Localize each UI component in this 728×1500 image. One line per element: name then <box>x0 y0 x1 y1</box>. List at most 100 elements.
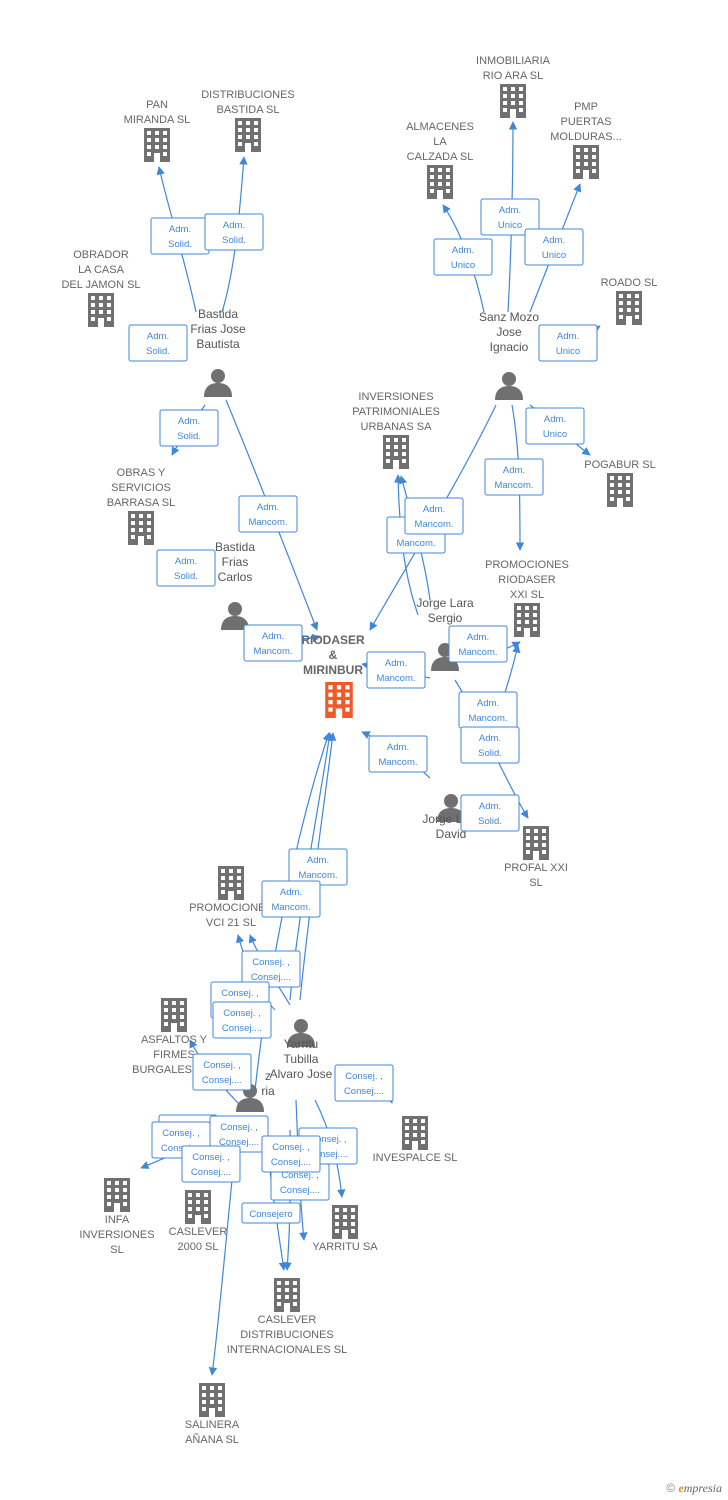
svg-text:Adm.: Adm. <box>262 631 284 642</box>
company-node-invespalce[interactable]: INVESPALCE SL <box>373 1116 458 1164</box>
relation-label[interactable]: Adm.Mancom. <box>288 848 348 886</box>
relation-label[interactable]: Adm.Mancom. <box>238 495 298 533</box>
building-icon <box>218 866 244 900</box>
svg-text:Mancom.: Mancom. <box>396 538 435 549</box>
relation-label[interactable]: Consej. , Consej.... <box>181 1145 241 1183</box>
svg-text:Consej....: Consej.... <box>251 972 291 983</box>
node-label: VCI 21 SL <box>206 917 256 929</box>
svg-text:Adm.: Adm. <box>147 331 169 342</box>
node-label: DEL JAMON SL <box>61 279 140 291</box>
svg-text:Mancom.: Mancom. <box>468 713 507 724</box>
svg-text:Consej. ,: Consej. , <box>192 1152 230 1163</box>
node-label: PUERTAS <box>561 116 612 128</box>
relation-label[interactable]: Adm. Solid. <box>128 324 188 362</box>
relation-label[interactable]: Adm.Mancom. <box>404 497 464 535</box>
company-node-pmp[interactable]: PMPPUERTASMOLDURAS... <box>550 101 622 179</box>
relation-label[interactable]: Consej. ,Consej.... <box>212 1001 272 1039</box>
relation-label[interactable]: Consejero <box>241 1202 301 1224</box>
relation-label[interactable]: Adm.Mancom. <box>484 458 544 496</box>
relation-label[interactable]: Adm.Solid. <box>460 726 520 764</box>
relation-label[interactable]: Adm.Mancom. <box>368 735 428 773</box>
relation-label[interactable]: Consej. ,Consej.... <box>334 1064 394 1102</box>
relation-edge <box>208 1149 236 1376</box>
relation-label[interactable]: Adm.Mancom. <box>243 624 303 662</box>
node-label: AÑANA SL <box>185 1433 239 1446</box>
svg-text:Adm.: Adm. <box>543 235 565 246</box>
relation-label[interactable]: Adm.Solid. <box>150 217 210 255</box>
svg-text:Adm.: Adm. <box>452 245 474 256</box>
node-label: LA CASA <box>78 264 125 276</box>
relation-label[interactable]: Adm.Solid. <box>460 794 520 832</box>
svg-text:Solid.: Solid. <box>146 346 170 357</box>
relation-label[interactable]: Adm.Solid. <box>159 409 219 447</box>
relation-label[interactable]: Consej. ,Consej.... <box>241 950 301 988</box>
relation-label[interactable]: Adm. Unico <box>524 228 584 266</box>
company-node-yarritu[interactable]: YARRITU SA <box>312 1205 378 1253</box>
relation-edge <box>393 474 419 616</box>
svg-text:Adm.: Adm. <box>178 416 200 427</box>
node-label: ASFALTOS Y <box>141 1034 208 1046</box>
svg-text:Consej. ,: Consej. , <box>203 1060 241 1071</box>
node-label: SL <box>110 1244 123 1256</box>
node-label: YARRITU SA <box>312 1241 378 1253</box>
svg-text:Adm.: Adm. <box>423 504 445 515</box>
relation-label[interactable]: Adm.Unico <box>525 407 585 445</box>
node-label: LA <box>433 136 447 148</box>
relation-label[interactable]: Adm.Unico <box>538 324 598 362</box>
relation-label[interactable]: Adm.Mancom. <box>458 691 518 729</box>
node-label: z <box>265 1069 271 1083</box>
relation-label[interactable]: Consej. ,Consej.... <box>261 1135 321 1173</box>
svg-text:Consej....: Consej.... <box>271 1157 311 1168</box>
company-node-pogabur[interactable]: POGABUR SL <box>584 459 656 507</box>
node-label: INFA <box>105 1214 130 1226</box>
empresia-logo[interactable]: empresia <box>678 1481 722 1495</box>
node-label: Bastida <box>198 307 238 321</box>
relation-label[interactable]: Adm.Solid. <box>204 213 264 251</box>
svg-text:Consej....: Consej.... <box>191 1167 231 1178</box>
center-company-node[interactable]: RIODASER&MIRINBUR <box>301 633 365 718</box>
node-label: ROADO SL <box>601 277 658 289</box>
building-icon <box>144 128 170 162</box>
node-label: XXI SL <box>510 589 544 601</box>
svg-text:Unico: Unico <box>556 346 580 357</box>
building-icon <box>514 603 540 637</box>
svg-text:Unico: Unico <box>542 250 566 261</box>
relation-label[interactable]: Adm.Unico <box>433 238 493 276</box>
company-node-roado[interactable]: ROADO SL <box>601 277 658 325</box>
node-label: Bastida <box>215 540 255 554</box>
svg-text:Mancom.: Mancom. <box>458 647 497 658</box>
node-label: Ignacio <box>490 340 529 354</box>
relation-label[interactable]: Consej. ,Consej.... <box>192 1053 252 1091</box>
relation-label[interactable]: Adm.Mancom. <box>448 625 508 663</box>
relation-label[interactable]: Adm.Solid. <box>156 549 216 587</box>
relation-label[interactable]: Adm.Unico <box>480 198 540 236</box>
node-label: PMP <box>574 101 598 113</box>
node-label: Alvaro Jose <box>270 1067 333 1081</box>
node-label: PROFAL XXI <box>504 862 568 874</box>
node-label: INMOBILIARIA <box>476 55 551 67</box>
relation-label[interactable]: Adm.Mancom. <box>366 651 426 689</box>
svg-text:Consej....: Consej.... <box>161 1143 201 1154</box>
node-label: RIODASER <box>498 574 556 586</box>
relation-label[interactable]: Adm.Mancom. <box>261 880 321 918</box>
